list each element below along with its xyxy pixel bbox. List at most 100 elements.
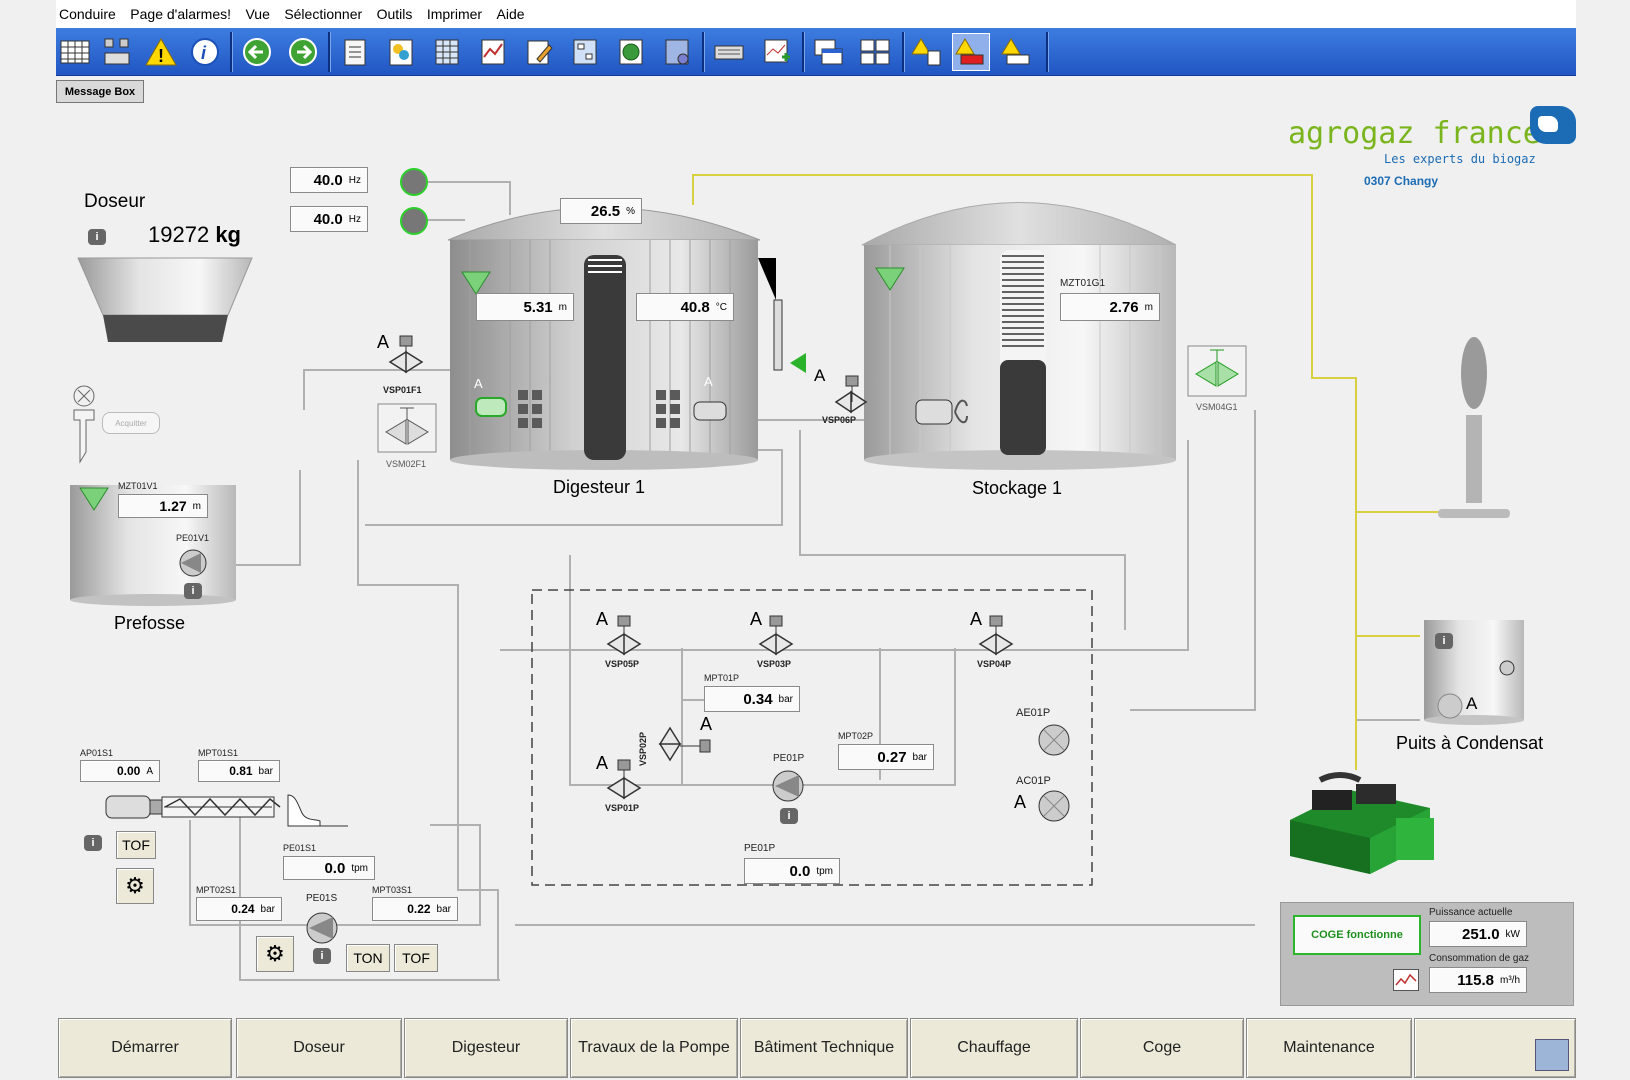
nav-chauffage[interactable]: Chauffage: [910, 1018, 1078, 1078]
valve-vsp03p-mode: A: [750, 609, 763, 629]
valve-vsp05p-label[interactable]: VSP05P: [605, 659, 640, 669]
map-icon[interactable]: [658, 33, 696, 71]
digester-level: 5.31 m: [476, 293, 574, 321]
nav-extra[interactable]: [1414, 1018, 1576, 1078]
doseur-weight: 19272 kg: [148, 222, 241, 248]
valve-vsp01f1-label[interactable]: VSP01F1: [383, 385, 422, 395]
screw-gear-button[interactable]: ⚙: [116, 868, 154, 904]
menu-selectionner[interactable]: Sélectionner: [284, 6, 363, 22]
windows-tile-icon[interactable]: [856, 33, 894, 71]
diagram-icon[interactable]: [566, 33, 604, 71]
feed-pump-2-icon[interactable]: [400, 207, 428, 235]
globe-icon[interactable]: [612, 33, 650, 71]
alarm-list-icon[interactable]: [908, 33, 946, 71]
doseur-title: Doseur: [84, 191, 146, 212]
clipboard-icon[interactable]: [336, 33, 374, 71]
menu-aide[interactable]: Aide: [496, 6, 525, 22]
freq-1-unit: Hz: [348, 174, 361, 186]
digester-level-unit: m: [558, 301, 567, 313]
alarm-active-icon[interactable]: [952, 33, 990, 71]
nav-travaux-pompe[interactable]: Travaux de la Pompe: [570, 1018, 738, 1078]
valve-vsm04g1-label[interactable]: VSM04G1: [1196, 402, 1238, 412]
menu-conduire[interactable]: Conduire: [59, 6, 116, 22]
menu-imprimer[interactable]: Imprimer: [426, 6, 483, 22]
nav-demarrer[interactable]: Démarrer: [58, 1018, 232, 1078]
valve-vsp03p-label[interactable]: VSP03P: [757, 659, 792, 669]
digester-pct-value: 26.5: [590, 202, 621, 220]
coge-gas-label: Consommation de gaz: [1429, 953, 1530, 964]
lock-icon[interactable]: [1535, 1039, 1569, 1071]
windows-cascade-icon[interactable]: [810, 33, 848, 71]
svg-text:!: !: [158, 46, 164, 66]
menu-outils[interactable]: Outils: [376, 6, 413, 22]
gear-icon: ⚙: [265, 941, 285, 966]
back-arrow-icon[interactable]: [238, 33, 276, 71]
message-box-button[interactable]: Message Box: [56, 80, 144, 103]
chart-color-icon[interactable]: [382, 33, 420, 71]
condensat-info-icon[interactable]: i: [1435, 633, 1453, 649]
menu-vue[interactable]: Vue: [245, 6, 270, 22]
pe01p-info-icon[interactable]: i: [780, 808, 798, 824]
nav-coge[interactable]: Coge: [1080, 1018, 1244, 1078]
site-label: 0307 Changy: [1364, 174, 1439, 188]
pe01p-speed-unit: tpm: [816, 865, 833, 877]
ap01s1-tag: AP01S1: [80, 748, 114, 758]
digester-temp-unit: °C: [715, 301, 727, 313]
alarm-ack-icon[interactable]: [998, 33, 1036, 71]
pe01s1-value: 0.0: [324, 859, 346, 877]
grid-icon[interactable]: [56, 33, 94, 71]
nav-digesteur[interactable]: Digesteur: [404, 1018, 568, 1078]
keyboard-icon[interactable]: [710, 33, 748, 71]
pump-gear-button[interactable]: ⚙: [256, 936, 294, 972]
acquitter-button[interactable]: Acquitter: [102, 412, 160, 434]
valve-vsm02f1-label[interactable]: VSM02F1: [386, 459, 427, 469]
forward-arrow-icon[interactable]: [284, 33, 322, 71]
network-icon[interactable]: [98, 33, 136, 71]
warning-icon[interactable]: !: [142, 33, 180, 71]
coge-panel: COGE fonctionne Puissance actuelle 251.0…: [1280, 902, 1574, 1006]
menu-alarm-page[interactable]: Page d'alarmes!: [130, 6, 232, 22]
brand-name: agrogaz france: [1288, 116, 1541, 151]
tof-button[interactable]: TOF: [394, 944, 438, 972]
trend-icon[interactable]: [1393, 969, 1419, 991]
pe01p-tag: PE01P: [773, 753, 805, 764]
valve-vsp02p-label[interactable]: VSP02P: [638, 731, 648, 766]
info-icon[interactable]: i: [186, 33, 224, 71]
prefosse-info-icon[interactable]: i: [184, 583, 202, 599]
feed-pump-1-icon[interactable]: [400, 168, 428, 196]
table-icon[interactable]: [428, 33, 466, 71]
menu-bar: Conduire Page d'alarmes! Vue Sélectionne…: [56, 0, 1576, 29]
nav-batiment-technique[interactable]: Bâtiment Technique: [740, 1018, 908, 1078]
nav-doseur[interactable]: Doseur: [236, 1018, 402, 1078]
valve-vsp06p-mode: A: [814, 366, 826, 385]
doseur-info-icon[interactable]: i: [88, 229, 106, 245]
edit-icon[interactable]: [520, 33, 558, 71]
brand-tagline: Les experts du biogaz: [1384, 152, 1536, 166]
mpt03s1-value: 0.22: [407, 902, 431, 916]
pe01s1-tag: PE01S1: [283, 843, 317, 853]
valve-vsp06p-label[interactable]: VSP06P: [822, 415, 857, 425]
pe01s-info-icon[interactable]: i: [313, 948, 331, 964]
process-diagram: A A: [70, 174, 1524, 981]
stockage-level-value: 2.76: [1109, 298, 1139, 316]
screw-tof-button[interactable]: TOF: [116, 831, 156, 859]
screw-info-icon[interactable]: i: [84, 835, 102, 851]
nav-maintenance[interactable]: Maintenance: [1246, 1018, 1412, 1078]
valve-vsp04p-label[interactable]: VSP04P: [977, 659, 1012, 669]
prefosse-pump-tag: PE01V1: [176, 533, 210, 543]
digester-pct-unit: %: [626, 205, 635, 217]
graph-add-icon[interactable]: [758, 33, 796, 71]
coge-power-label: Puissance actuelle: [1429, 907, 1513, 918]
mpt03s1-tag: MPT03S1: [372, 885, 413, 895]
valve-vsp01p-label[interactable]: VSP01P: [605, 803, 640, 813]
ton-button[interactable]: TON: [346, 944, 390, 972]
digester-level-value: 5.31: [523, 298, 553, 316]
trend-icon[interactable]: [474, 33, 512, 71]
